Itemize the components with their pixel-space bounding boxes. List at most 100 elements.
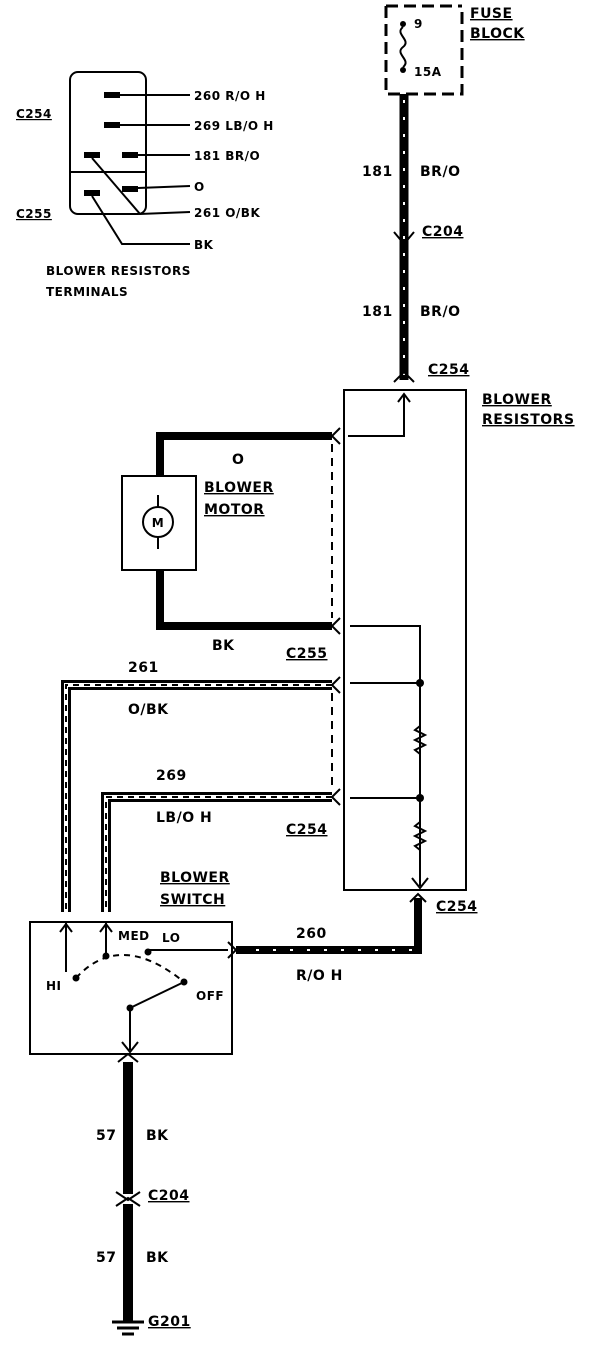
wire-261-color: O/BK xyxy=(128,702,169,718)
wire-181-bottom-num: 181 xyxy=(362,304,393,320)
switch-wires: 261 O/BK C255 269 LB/O H C254 xyxy=(61,646,341,912)
wire-181-top-num: 181 xyxy=(362,164,393,180)
resistors-title-1: BLOWER xyxy=(482,392,552,408)
pin-181-left xyxy=(84,152,100,158)
g201-label: G201 xyxy=(148,1314,191,1330)
c204-bottom-label: C204 xyxy=(148,1188,190,1204)
wire-181-top-color: BR/O xyxy=(420,164,460,180)
pin-bk-label: BK xyxy=(194,238,214,252)
resistor-node-1 xyxy=(416,679,424,687)
fuse-block-outline xyxy=(384,6,464,96)
leader-bk xyxy=(91,195,190,245)
wire-260: C254 260 R/O H xyxy=(227,892,478,984)
fuse-rating: 15A xyxy=(414,65,442,79)
pin-o xyxy=(122,186,138,192)
c204-bottom-connector-female xyxy=(115,1196,141,1207)
switch-title-1: BLOWER xyxy=(160,870,230,886)
switch-pos-off: OFF xyxy=(196,989,224,1003)
switch-ground-arrow xyxy=(121,1041,139,1054)
c204-top-connector xyxy=(393,231,415,246)
connector-terminals-inset: 260 R/O H 269 LB/O H 181 BR/O O 261 O/BK… xyxy=(16,71,274,299)
resistors-title-2: RESISTORS xyxy=(482,412,575,428)
fuse-number: 9 xyxy=(414,17,423,31)
c204-top-label: C204 xyxy=(422,224,464,240)
resistor-1-icon xyxy=(412,725,428,755)
inset-c255-label: C255 xyxy=(16,207,52,221)
switch-pos-lo: LO xyxy=(162,931,180,945)
wire-57-top-num: 57 xyxy=(96,1128,116,1144)
pin-o-label: O xyxy=(194,180,205,194)
c254-269-connector xyxy=(330,788,341,806)
blower-motor: M O BLOWER MOTOR BK xyxy=(121,427,341,654)
motor-symbol: M xyxy=(152,516,164,530)
wire-269-stripe xyxy=(105,796,332,912)
blower-resistors: BLOWER RESISTORS xyxy=(343,389,575,891)
inset-caption-2: TERMINALS xyxy=(46,285,128,299)
motor-bk-connector xyxy=(330,617,341,635)
wire-181: 181 BR/O C204 181 BR/O C254 xyxy=(362,94,470,383)
resistor-2-icon xyxy=(412,821,428,851)
pin-269 xyxy=(104,122,120,128)
motor-wire-o xyxy=(156,432,332,476)
wire-260-color: R/O H xyxy=(296,968,343,984)
wire-269-color: LB/O H xyxy=(156,810,212,826)
wire-261-num: 261 xyxy=(128,660,159,676)
resistor-feed-line xyxy=(348,394,405,437)
motor-wire-o-label: O xyxy=(232,452,244,468)
pin-260-label: 260 R/O H xyxy=(194,89,266,103)
switch-lo-connector xyxy=(227,941,238,959)
switch-med-arrow xyxy=(99,922,113,933)
wire-260-body xyxy=(236,898,422,954)
motor-wire-bk xyxy=(156,570,332,630)
wire-57-top-connector xyxy=(117,1052,139,1063)
switch-hi-arrow xyxy=(59,922,73,933)
c254-mid-label: C254 xyxy=(286,822,328,838)
motor-title-2: MOTOR xyxy=(204,502,265,518)
resistor-node-2 xyxy=(416,794,424,802)
c254-top-connector xyxy=(393,370,415,383)
wire-269-num: 269 xyxy=(156,768,187,784)
c204-bottom-connector-male xyxy=(115,1191,141,1202)
inset-c254-label: C254 xyxy=(16,107,52,121)
pin-260 xyxy=(104,92,120,98)
wire-57-bottom-color: BK xyxy=(146,1250,169,1266)
wire-57-bottom-num: 57 xyxy=(96,1250,116,1266)
wire-181-bottom-color: BR/O xyxy=(420,304,460,320)
resistor-feed-arrow xyxy=(397,392,411,403)
fuse-block: 9 15A FUSE BLOCK xyxy=(384,4,525,96)
fuse-element xyxy=(399,26,407,68)
wire-261-stripe xyxy=(65,684,332,912)
c254-bottom-connector xyxy=(409,892,427,903)
blower-switch: BLOWER SWITCH HI MED LO OFF xyxy=(29,870,233,1055)
fuse-block-title-2: BLOCK xyxy=(470,26,525,42)
pin-269-label: 269 LB/O H xyxy=(194,119,274,133)
resistor-rail xyxy=(350,625,421,886)
motor-housing xyxy=(121,475,197,571)
resistors-outline xyxy=(343,389,467,891)
c255-label: C255 xyxy=(286,646,328,662)
resistor-out-arrow xyxy=(411,877,429,890)
switch-pos-med: MED xyxy=(118,929,150,943)
connector-outline xyxy=(69,71,147,215)
motor-wire-bk-label: BK xyxy=(212,638,235,654)
pin-bk xyxy=(84,190,100,196)
pin-261-label: 261 O/BK xyxy=(194,206,260,220)
wire-57: 57 BK C204 57 BK G201 xyxy=(96,1052,191,1336)
pin-181-right xyxy=(122,152,138,158)
wire-57-top-color: BK xyxy=(146,1128,169,1144)
motor-title-1: BLOWER xyxy=(204,480,274,496)
wire-260-num: 260 xyxy=(296,926,327,942)
c254-bottom-label: C254 xyxy=(436,899,478,915)
fuse-block-title-1: FUSE xyxy=(470,6,513,22)
c255-261-connector xyxy=(330,676,341,694)
switch-housing xyxy=(29,921,233,1055)
pin-181-label: 181 BR/O xyxy=(194,149,260,163)
c254-top-label: C254 xyxy=(428,362,470,378)
leader-o xyxy=(137,185,191,189)
leader-261 xyxy=(91,157,191,216)
switch-pos-hi: HI xyxy=(46,979,62,993)
switch-travel-arc xyxy=(75,954,185,983)
inset-caption-1: BLOWER RESISTORS xyxy=(46,264,191,278)
fuse-terminal-bottom xyxy=(400,67,406,73)
